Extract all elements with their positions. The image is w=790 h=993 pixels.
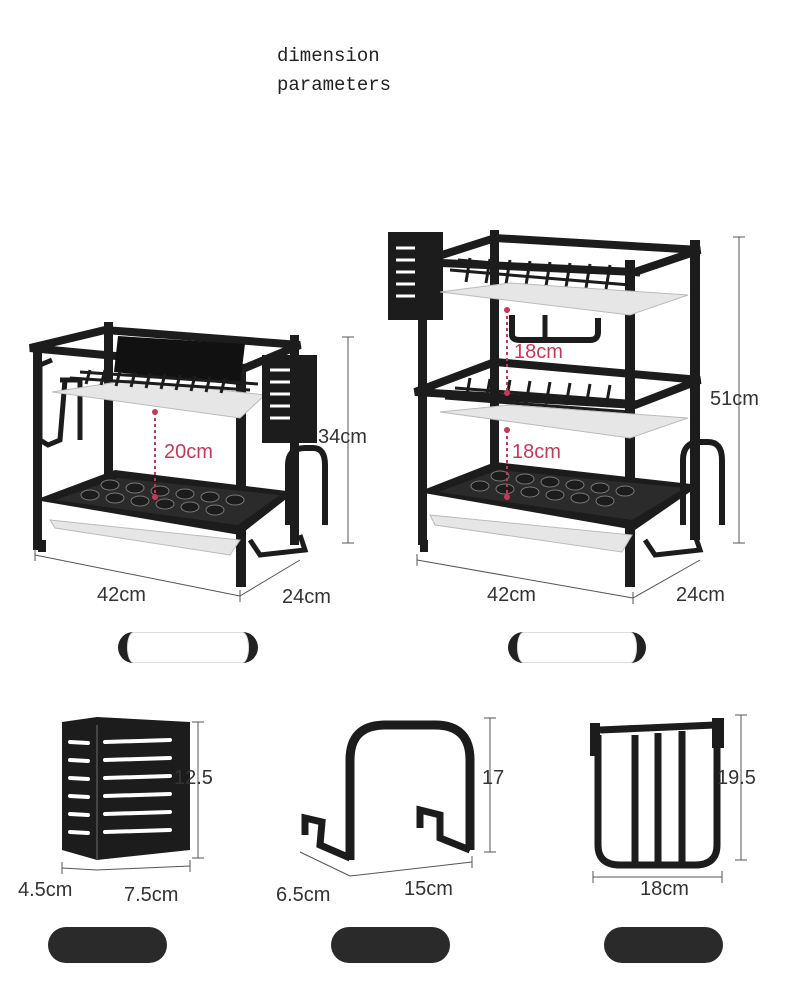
board-holder-height-label: 17 bbox=[482, 767, 505, 789]
title-line-1: dimension bbox=[277, 45, 380, 67]
three-tier-spacing-bottom-label: 18cm bbox=[512, 441, 561, 463]
utensil-holder-width-label: 7.5cm bbox=[124, 884, 179, 906]
two-tier-width-label: 42cm bbox=[97, 584, 146, 606]
board-holder-depth-label: 6.5cm bbox=[276, 884, 331, 906]
board-holder-caption-pill bbox=[331, 927, 450, 963]
utensil-holder-depth-label: 4.5cm bbox=[18, 879, 73, 901]
board-holder-width-label: 15cm bbox=[404, 878, 453, 900]
page-title: dimension parameters bbox=[277, 42, 391, 100]
cup-holder-width-label: 18cm bbox=[640, 878, 689, 900]
utensil-holder-caption-pill bbox=[48, 927, 167, 963]
cup-holder-height-label: 19.5 bbox=[717, 767, 756, 789]
three-tier-width-label: 42cm bbox=[487, 584, 536, 606]
title-line-2: parameters bbox=[277, 74, 392, 96]
utensil-holder-height-label: 12.5 bbox=[174, 767, 213, 789]
three-tier-depth-label: 24cm bbox=[676, 584, 725, 606]
three-tier-height-label: 51cm bbox=[710, 388, 759, 410]
cup-holder-caption-pill bbox=[604, 927, 723, 963]
three-tier-caption-pill bbox=[508, 632, 646, 663]
two-tier-depth-label: 24cm bbox=[282, 586, 331, 608]
three-tier-spacing-top-label: 18cm bbox=[514, 341, 563, 363]
two-tier-caption-pill bbox=[118, 632, 258, 663]
two-tier-spacing-label: 20cm bbox=[164, 441, 213, 463]
two-tier-height-label: 34cm bbox=[318, 426, 367, 448]
